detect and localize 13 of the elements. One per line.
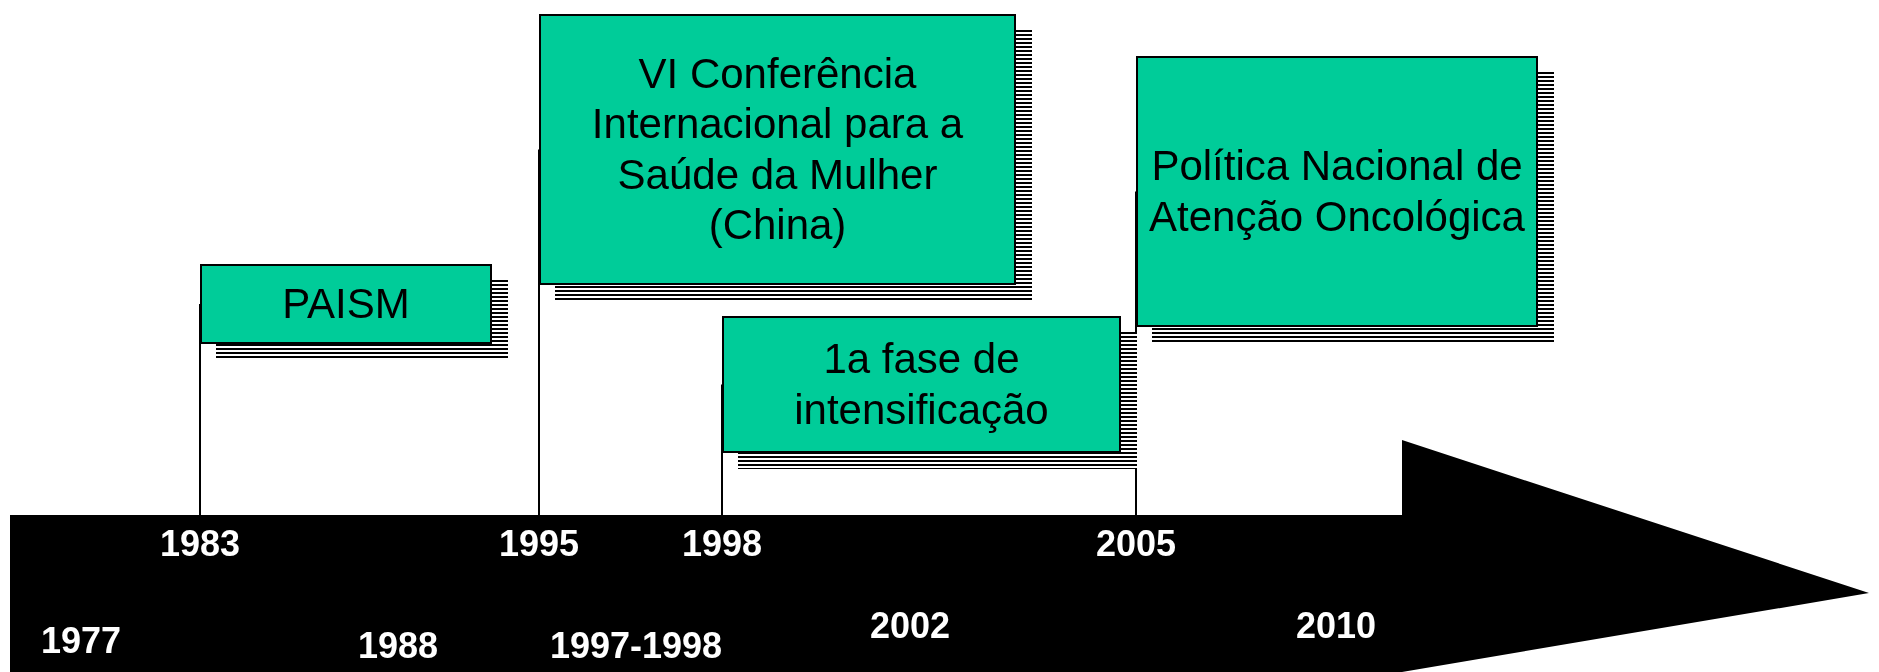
event-box: VI Conferência Internacional para a Saúde da Mulher (China) [539,14,1016,285]
year-label: 2010 [1295,605,1377,647]
year-label: 1997-1998 [549,625,723,667]
event-box: PAISM [200,264,492,344]
year-label: 1988 [357,625,439,667]
year-label: 1995 [498,523,580,565]
year-label: 1977 [40,620,122,662]
event-box: 1a fase de intensificação [722,316,1121,453]
year-label: 1983 [159,523,241,565]
year-label: 2002 [869,605,951,647]
event-box: Política Nacional de Atenção Oncológica [1136,56,1538,327]
year-label: 2005 [1095,523,1177,565]
year-label: 1998 [681,523,763,565]
